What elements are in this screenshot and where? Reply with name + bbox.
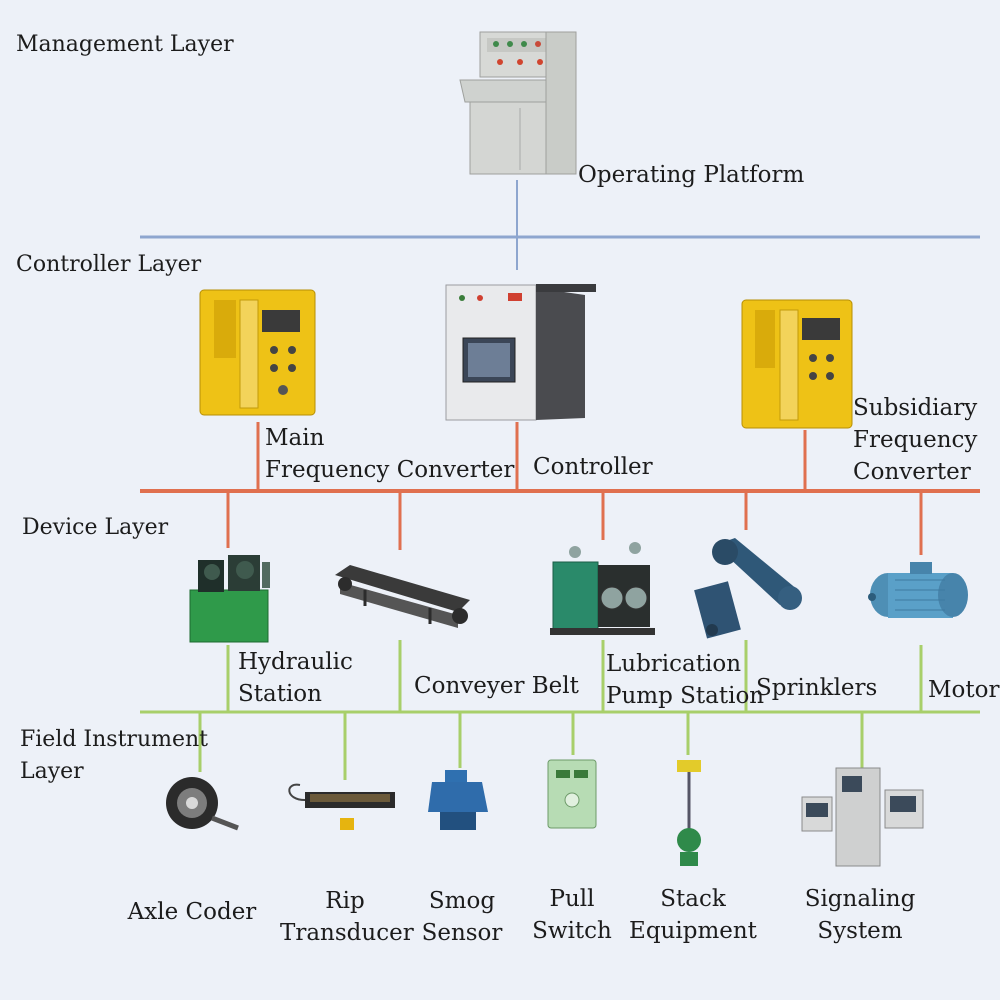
main-frequency-converter-label: Main Frequency Converter bbox=[265, 425, 515, 483]
subsidiary-frequency-converter-image bbox=[741, 299, 853, 429]
hydraulic-station-label: Hydraulic Station bbox=[238, 649, 353, 707]
signaling-system-image bbox=[801, 767, 924, 867]
signaling-system-label: Signaling System bbox=[804, 886, 916, 944]
subsidiary-frequency-converter-label: Subsidiary Frequency Converter bbox=[853, 395, 978, 485]
stack-equipment-label: Stack Equipment bbox=[629, 886, 757, 944]
motor-image bbox=[868, 562, 968, 618]
axle-coder-image bbox=[166, 777, 239, 831]
smog-sensor-label: Smog Sensor bbox=[421, 888, 503, 946]
axle-coder-label: Axle Coder bbox=[127, 899, 257, 925]
rip-transducer-label: Rip Transducer bbox=[280, 888, 414, 946]
controller-image bbox=[445, 284, 596, 421]
stack-equipment-image bbox=[677, 760, 701, 866]
motor-label: Motor bbox=[928, 677, 1000, 703]
lubrication-pump-station-image bbox=[550, 542, 655, 635]
field-instrument-layer-label: Field Instrument Layer bbox=[20, 727, 208, 784]
controller-layer-label: Controller Layer bbox=[16, 252, 202, 277]
hydraulic-station-image bbox=[189, 555, 270, 643]
device-layer-label: Device Layer bbox=[22, 515, 169, 540]
management-layer-label: Management Layer bbox=[16, 32, 234, 57]
operating-platform-image bbox=[459, 31, 577, 175]
main-frequency-converter-image bbox=[199, 289, 316, 416]
rip-transducer-image bbox=[288, 783, 395, 830]
operating-platform-label: Operating Platform bbox=[578, 162, 805, 188]
pull-switch-image bbox=[547, 759, 597, 829]
smog-sensor-image bbox=[428, 770, 488, 830]
lubrication-pump-station-label: Lubrication Pump Station bbox=[606, 651, 765, 709]
sprinklers-image bbox=[694, 538, 802, 639]
controller-label: Controller bbox=[533, 454, 653, 480]
conveyer-belt-image bbox=[335, 565, 470, 628]
pull-switch-label: Pull Switch bbox=[532, 886, 612, 944]
conveyer-belt-label: Conveyer Belt bbox=[414, 673, 579, 699]
sprinklers-label: Sprinklers bbox=[756, 675, 878, 701]
